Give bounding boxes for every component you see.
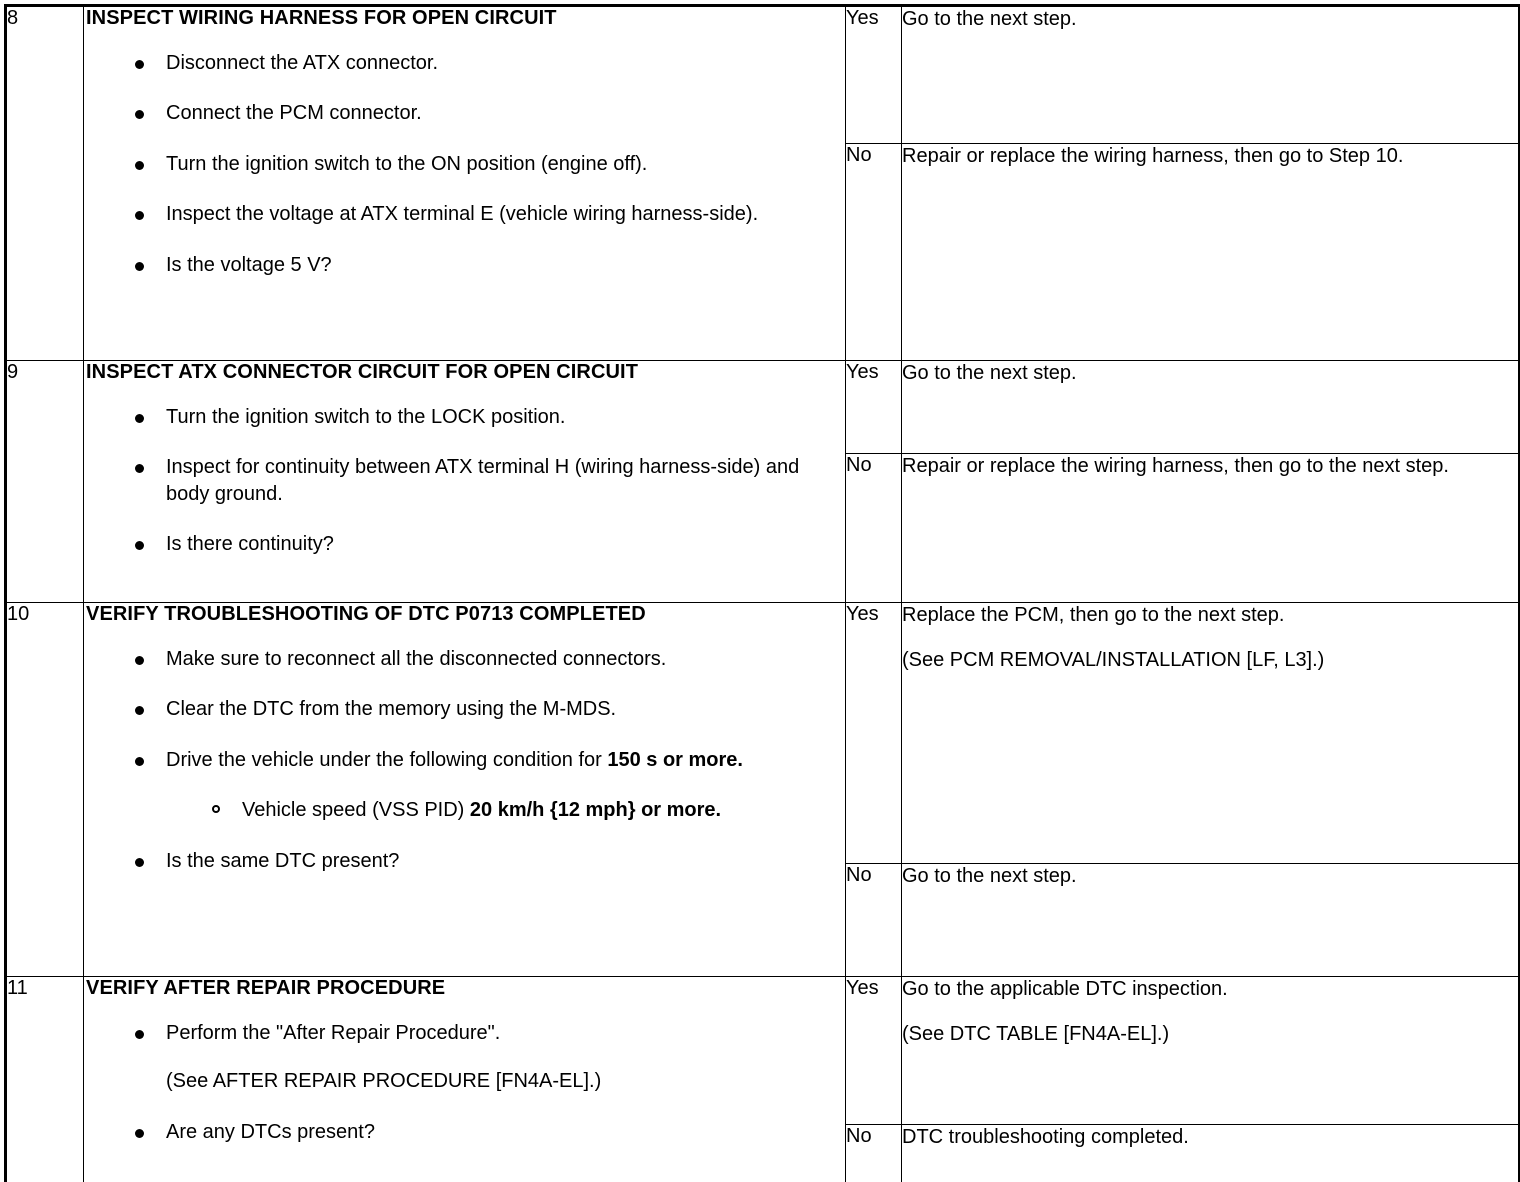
list-item-emphasis: 150 s or more.	[607, 748, 743, 771]
judgment-label: Yes	[846, 603, 879, 625]
table-row: No Repair or replace the wiring harness,…	[6, 143, 1520, 361]
table-row: 10 VERIFY TROUBLESHOOTING OF DTC P0713 C…	[5, 602, 1520, 977]
list-item: Disconnect the ATX connector.	[84, 50, 845, 76]
action-text: Replace the PCM, then go to the next ste…	[902, 604, 1285, 626]
hollow-bullet-icon	[212, 805, 220, 814]
action-cell-yes: Go to the next step.	[901, 5, 1520, 144]
step-title: VERIFY TROUBLESHOOTING OF DTC P0713 COMP…	[86, 603, 646, 625]
step-number-cell: 8	[5, 5, 84, 361]
list-item: Is there continuity?	[84, 531, 845, 557]
list-item-text: Inspect the voltage at ATX terminal E (v…	[166, 203, 759, 226]
list-item-text: Are any DTCs present?	[166, 1120, 375, 1143]
list-item-text: Is the voltage 5 V?	[166, 253, 332, 276]
list-item-sub: Vehicle speed (VSS PID) 20 km/h {12 mph}…	[84, 797, 845, 823]
list-item: Turn the ignition switch to the LOCK pos…	[84, 404, 845, 430]
list-item: Is the same DTC present?	[84, 848, 845, 874]
list-item-text: Vehicle speed (VSS PID)	[242, 799, 470, 822]
judgment-cell-yes: Yes	[845, 602, 902, 864]
action-text: DTC troubleshooting completed.	[902, 1126, 1189, 1148]
list-item-emphasis: 20 km/h {12 mph} or more.	[469, 799, 722, 822]
list-item-reference: (See AFTER REPAIR PROCEDURE [FN4A-EL].)	[166, 1070, 602, 1093]
judgment-cell-yes: Yes	[845, 976, 902, 1125]
list-item: Are any DTCs present?	[84, 1119, 845, 1145]
list-item: Inspect for continuity between ATX termi…	[84, 454, 845, 507]
judgment-label: No	[846, 454, 872, 476]
step-number-cell: 9	[5, 360, 84, 603]
step-bullet-list: Disconnect the ATX connector. Connect th…	[84, 50, 845, 278]
step-number: 8	[7, 7, 19, 29]
list-item: Is the voltage 5 V?	[84, 252, 845, 278]
action-cell-no: Go to the next step.	[901, 863, 1520, 977]
action-reference: (See DTC TABLE [FN4A-EL].)	[902, 1023, 1170, 1046]
list-item-text: Inspect for continuity between ATX termi…	[166, 456, 800, 505]
step-number: 11	[7, 977, 28, 999]
step-title: VERIFY AFTER REPAIR PROCEDURE	[86, 977, 446, 999]
action-text: Repair or replace the wiring harness, th…	[902, 145, 1404, 167]
table-body: 8 INSPECT WIRING HARNESS FOR OPEN CIRCUI…	[5, 5, 1520, 1182]
action-cell-yes: Replace the PCM, then go to the next ste…	[901, 602, 1520, 864]
dtc-troubleshooting-table: 8 INSPECT WIRING HARNESS FOR OPEN CIRCUI…	[4, 4, 1520, 1182]
list-item-text: Clear the DTC from the memory using the …	[166, 698, 617, 721]
list-item-text: Turn the ignition switch to the LOCK pos…	[166, 406, 566, 428]
action-cell-no: DTC troubleshooting completed.	[901, 1124, 1520, 1182]
list-item-text: Is there continuity?	[166, 533, 334, 556]
step-number: 10	[7, 603, 30, 625]
step-number-cell: 10	[5, 602, 84, 977]
list-item-text: Turn the ignition switch to the ON posit…	[166, 152, 648, 175]
table-row: No Repair or replace the wiring harness,…	[6, 453, 1520, 603]
step-bullet-list: Perform the "After Repair Procedure". (S…	[84, 1020, 845, 1145]
list-item-text: Perform the "After Repair Procedure".	[166, 1022, 501, 1044]
list-item-text: Is the same DTC present?	[166, 849, 400, 872]
table-row: 9 INSPECT ATX CONNECTOR CIRCUIT FOR OPEN…	[5, 360, 1520, 603]
step-bullet-list: Turn the ignition switch to the LOCK pos…	[84, 404, 845, 558]
action-text: Go to the next step.	[902, 362, 1077, 384]
judgment-label: Yes	[846, 977, 879, 999]
list-item: Clear the DTC from the memory using the …	[84, 696, 845, 722]
list-item-text: Connect the PCM connector.	[166, 102, 422, 125]
action-reference: (See PCM REMOVAL/INSTALLATION [LF, L3].)	[902, 649, 1325, 672]
judgment-cell-no: No	[845, 453, 902, 603]
judgment-cell-no: No	[845, 143, 902, 361]
action-text: Go to the next step.	[902, 865, 1077, 887]
step-description-cell: VERIFY AFTER REPAIR PROCEDURE Perform th…	[83, 976, 846, 1182]
judgment-label: No	[846, 1125, 872, 1147]
action-cell-no: Repair or replace the wiring harness, th…	[901, 453, 1520, 603]
judgment-cell-yes: Yes	[845, 5, 902, 144]
step-bullet-list: Make sure to reconnect all the disconnec…	[84, 646, 845, 874]
step-description-cell: VERIFY TROUBLESHOOTING OF DTC P0713 COMP…	[83, 602, 846, 977]
judgment-label: No	[846, 144, 872, 166]
action-text: Repair or replace the wiring harness, th…	[902, 455, 1449, 477]
step-title: INSPECT WIRING HARNESS FOR OPEN CIRCUIT	[86, 7, 557, 29]
table-row: No DTC troubleshooting completed.	[6, 1124, 1520, 1182]
list-item: Drive the vehicle under the following co…	[84, 747, 845, 773]
list-item: Turn the ignition switch to the ON posit…	[84, 151, 845, 177]
action-cell-yes: Go to the next step.	[901, 360, 1520, 454]
list-item: Make sure to reconnect all the disconnec…	[84, 646, 845, 672]
judgment-label: Yes	[846, 361, 879, 383]
list-item-text: Disconnect the ATX connector.	[166, 52, 439, 74]
action-text: Go to the applicable DTC inspection.	[902, 978, 1228, 1000]
step-description-cell: INSPECT ATX CONNECTOR CIRCUIT FOR OPEN C…	[83, 360, 846, 603]
step-number: 9	[7, 361, 19, 383]
step-title: INSPECT ATX CONNECTOR CIRCUIT FOR OPEN C…	[86, 361, 639, 383]
action-text: Go to the next step.	[902, 8, 1077, 30]
judgment-cell-no: No	[845, 1124, 902, 1182]
table-row: 11 VERIFY AFTER REPAIR PROCEDURE Perform…	[5, 976, 1520, 1182]
list-item: Connect the PCM connector.	[84, 100, 845, 126]
list-item: Inspect the voltage at ATX terminal E (v…	[84, 201, 845, 227]
step-number-cell: 11	[5, 976, 84, 1182]
list-item-note: (See AFTER REPAIR PROCEDURE [FN4A-EL].)	[84, 1068, 845, 1094]
list-item: Perform the "After Repair Procedure".	[84, 1020, 845, 1046]
table-row: 8 INSPECT WIRING HARNESS FOR OPEN CIRCUI…	[5, 5, 1520, 361]
list-item-text: Make sure to reconnect all the disconnec…	[166, 648, 667, 670]
judgment-label: Yes	[846, 7, 879, 29]
list-item-text: Drive the vehicle under the following co…	[166, 748, 608, 771]
step-description-cell: INSPECT WIRING HARNESS FOR OPEN CIRCUIT …	[83, 5, 846, 361]
judgment-cell-yes: Yes	[845, 360, 902, 454]
table-row: No Go to the next step.	[6, 863, 1520, 977]
judgment-cell-no: No	[845, 863, 902, 977]
action-cell-no: Repair or replace the wiring harness, th…	[901, 143, 1520, 361]
action-cell-yes: Go to the applicable DTC inspection. (Se…	[901, 976, 1520, 1125]
judgment-label: No	[846, 864, 872, 886]
